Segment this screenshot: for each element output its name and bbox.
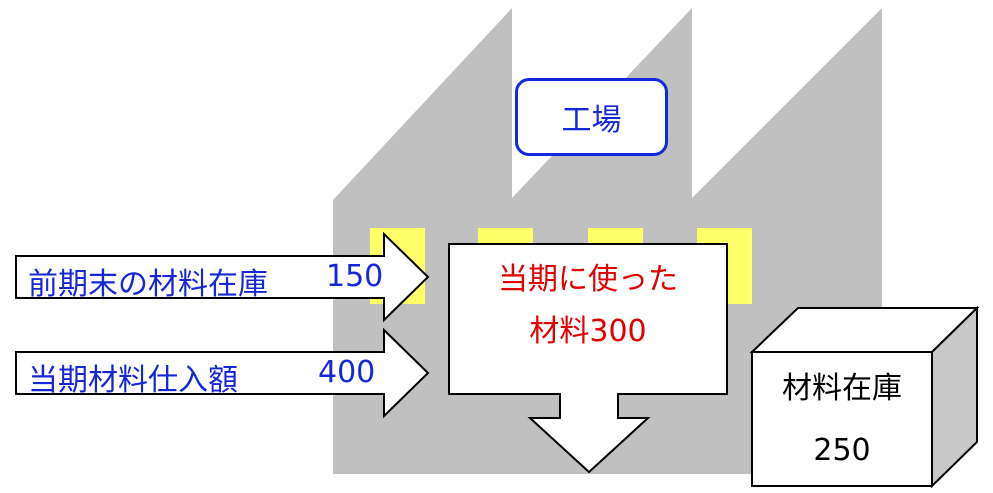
factory-label: 工場 <box>515 78 668 156</box>
input-arrow-purchases <box>15 327 430 419</box>
opening-inventory-label: 前期末の材料在庫 <box>28 267 268 302</box>
inventory-text: 材料在庫 250 <box>782 371 902 468</box>
input-arrow-opening-inventory <box>15 231 430 323</box>
purchases-value: 400 <box>318 355 376 390</box>
inventory-box-front <box>751 351 933 487</box>
used-material-box <box>448 243 728 474</box>
opening-inventory-value: 150 <box>326 259 384 294</box>
used-material-text: 当期に使った 材料300 <box>498 262 678 349</box>
purchases-label: 当期材料仕入額 <box>28 363 238 398</box>
